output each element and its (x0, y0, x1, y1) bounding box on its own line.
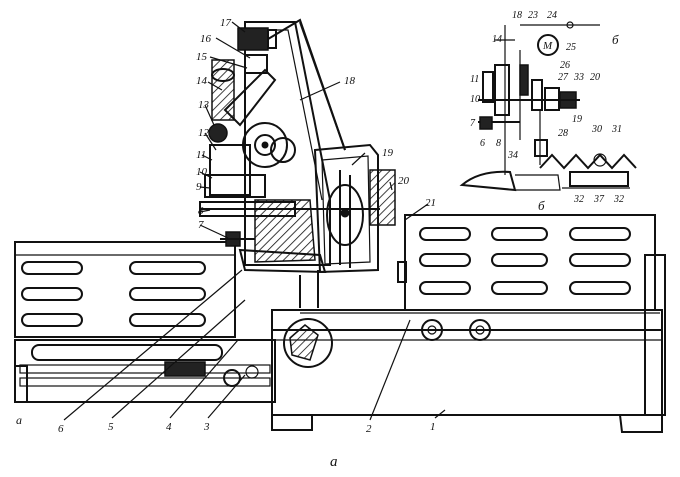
main-view-labels: 17 16 15 14 13 12 11 10 9 8 7 18 19 20 2… (16, 17, 545, 435)
label-8: 8 (198, 205, 204, 217)
label-10: 10 (196, 166, 208, 178)
inset-label-14: 14 (492, 34, 502, 45)
inset-label-34: 34 (507, 150, 518, 161)
inset-label-23: 23 (528, 10, 538, 21)
label-19: 19 (382, 147, 394, 159)
label-15: 15 (196, 51, 208, 63)
inset-label-10: 10 (470, 94, 480, 105)
inset-label-33: 33 (573, 72, 584, 83)
inset-label-27: 27 (558, 72, 569, 83)
inset-label-26: 26 (560, 60, 570, 71)
cutter-head (299, 143, 396, 308)
label-9: 9 (196, 181, 202, 193)
leader-lines (63, 21, 446, 421)
inset-labels: б 18 23 24 25 14 26 11 10 27 33 20 7 19 … (470, 10, 624, 205)
label-b-table: б (538, 198, 545, 213)
figure-caption: а (330, 454, 338, 470)
label-13: 13 (198, 99, 210, 111)
label-3: 3 (203, 421, 210, 433)
inset-label-19: 19 (572, 114, 582, 125)
label-7: 7 (198, 219, 204, 231)
label-4: 4 (166, 421, 172, 433)
label-5: 5 (108, 421, 114, 433)
label-17: 17 (220, 17, 232, 29)
label-21: 21 (425, 197, 436, 209)
inset-label-30: 30 (591, 124, 602, 135)
inset-kinematic-diagram: M (459, 21, 637, 192)
inset-label-6: 6 (480, 138, 485, 149)
label-16: 16 (200, 33, 212, 45)
inset-label-28: 28 (558, 128, 568, 139)
inset-label-11: 11 (470, 74, 479, 85)
label-2: 2 (366, 423, 372, 435)
label-11: 11 (196, 149, 206, 161)
inset-label-31: 31 (611, 124, 622, 135)
svg-text:M: M (542, 40, 553, 52)
label-6: 6 (58, 423, 64, 435)
label-14: 14 (196, 75, 208, 87)
inset-label-8: 8 (496, 138, 501, 149)
inset-label-25: 25 (566, 42, 576, 53)
left-feed-table (14, 241, 276, 403)
inset-label-18: 18 (512, 10, 522, 21)
section-detail (283, 318, 333, 368)
inset-label-32a: 32 (573, 194, 584, 205)
inset-label-7: 7 (470, 118, 476, 129)
label-18: 18 (344, 75, 356, 87)
right-work-table (300, 214, 660, 314)
label-a-left: а (16, 413, 22, 427)
machine-column (199, 18, 380, 274)
label-1: 1 (430, 421, 436, 433)
inset-label-20: 20 (590, 72, 600, 83)
inset-title: б (612, 32, 619, 47)
inset-label-32b: 32 (613, 194, 624, 205)
label-20: 20 (398, 175, 410, 187)
inset-label-37: 37 (593, 194, 605, 205)
inset-label-24: 24 (547, 10, 557, 21)
label-12: 12 (198, 127, 210, 139)
